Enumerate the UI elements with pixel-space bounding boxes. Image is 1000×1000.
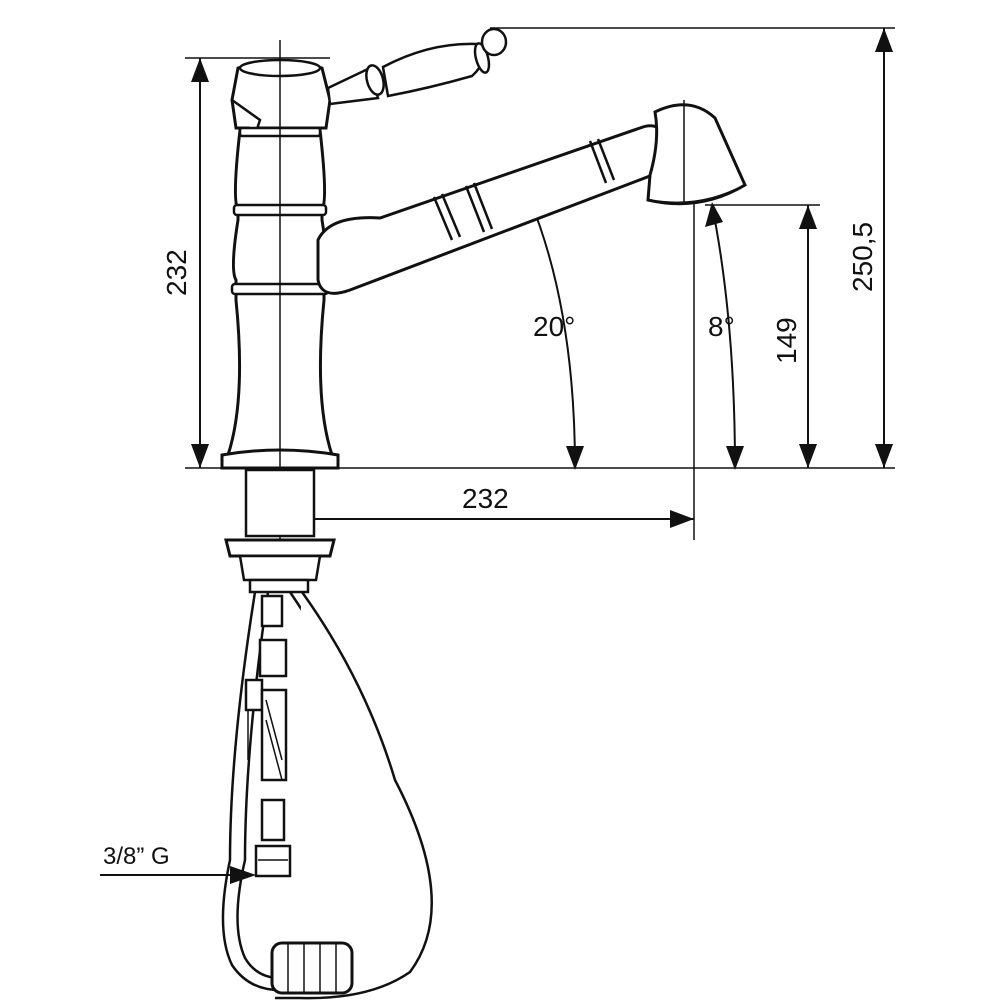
hose-counterweight	[270, 941, 354, 995]
dim-total-height-label: 250,5	[847, 222, 878, 292]
dim-body-height-label: 232	[161, 249, 192, 296]
pull-out-spout	[316, 100, 747, 295]
connection-thread-label: 3/8” G	[103, 843, 170, 870]
dim-spout-reach-label: 232	[462, 483, 509, 514]
lever-handle	[326, 27, 508, 106]
connection-callout: 3/8” G	[100, 843, 256, 884]
dim-spout-rotation-label: 20°	[533, 311, 575, 342]
dim-spout-rotation-arc	[529, 199, 576, 469]
under-sink-assembly	[221, 468, 433, 1000]
dim-spout-height-label: 149	[771, 317, 802, 364]
faucet-body	[220, 40, 340, 540]
dim-shower-angle-label: 8°	[708, 311, 735, 342]
dim-shower-angle-arc	[711, 204, 736, 469]
